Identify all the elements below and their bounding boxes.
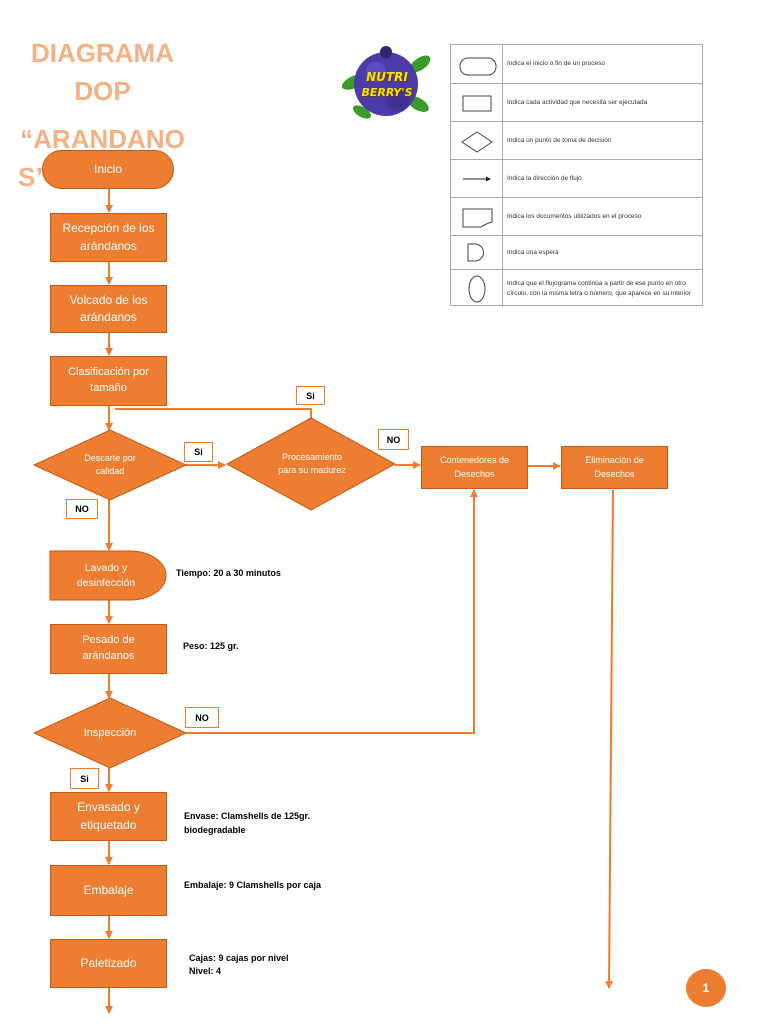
waste-containers-step: Contenedores de Desechos	[421, 446, 528, 489]
weighing-step: Pesado de arándanos	[50, 624, 167, 674]
terminal-icon	[459, 57, 497, 76]
delay-icon	[467, 243, 484, 262]
decision-diamond-icon	[461, 131, 493, 153]
page-number: 1	[686, 969, 726, 1007]
legend-row-decision: Indica un punto de toma de decisión	[451, 121, 702, 159]
label-si-loop: Si	[296, 386, 325, 405]
label-no-inspection: NO	[185, 707, 219, 728]
legend-text: Indica cada actividad que necesita ser e…	[507, 98, 648, 106]
palletizing-step: Paletizado	[50, 939, 167, 988]
title-line-2: DOP	[74, 76, 131, 106]
legend-row-terminal: Indica el inicio o fin de un proceso	[451, 45, 702, 83]
weight-note: Peso: 125 gr.	[183, 641, 239, 651]
symbol-legend: Indica el inicio o fin de un proceso Ind…	[450, 44, 703, 307]
connector-circle-icon	[468, 275, 486, 303]
title-line-1: DIAGRAMA	[31, 38, 174, 68]
document-icon	[462, 208, 493, 228]
legend-row-connector: Indica que el flujograma continúa a part…	[451, 269, 702, 307]
packaging-note-line1: Envase: Clamshells de 125gr.	[184, 811, 311, 821]
legend-text: Indica una espera	[507, 248, 559, 256]
boxing-step: Embalaje	[50, 865, 167, 916]
reception-step: Recepción de los arándanos	[50, 213, 167, 262]
legend-row-process: Indica cada actividad que necesita ser e…	[451, 83, 702, 121]
arrow-icon	[463, 176, 491, 182]
legend-text: Indica el inicio o fin de un proceso	[507, 60, 605, 68]
ripeness-processing-text: Procesamiento para su madurez	[278, 451, 346, 476]
waste-removal-step: Eliminación de Desechos	[561, 446, 668, 489]
quality-discard-text: Descarte por calidad	[84, 452, 136, 477]
legend-row-arrow: Indica la dirección de flujo	[451, 159, 702, 197]
legend-row-delay: Indica una espera	[451, 235, 702, 269]
label-no-processing: NO	[378, 429, 409, 450]
logo-text-1: NUTRI	[366, 70, 408, 84]
packaging-step: Envasado y etiquetado	[50, 792, 167, 841]
process-rectangle-icon	[462, 95, 492, 112]
palletizing-note-line1: Cajas: 9 cajas por nivel	[189, 953, 289, 963]
washing-time-note: Tiempo: 20 a 30 minutos	[176, 568, 281, 578]
boxing-note: Embalaje: 9 Clamshells por caja	[184, 880, 322, 890]
title-line-3: “ARANDANO	[20, 124, 185, 154]
label-si-quality: Si	[184, 442, 213, 462]
classification-step: Clasificación por tamaño	[50, 356, 167, 406]
palletizing-note-line2: Nivel: 4	[189, 966, 222, 976]
legend-row-document: Indica los documentos utilizados en el p…	[451, 197, 702, 235]
start-terminal: Inicio	[42, 150, 174, 189]
logo-text-2: BERRY'S	[361, 86, 413, 99]
blueberry-logo-icon	[341, 46, 431, 119]
legend-text: Indica los documentos utilizados en el p…	[507, 212, 642, 220]
washing-text: Lavado y desinfección	[76, 562, 136, 589]
nutri-berrys-logo: NUTRI BERRY'S	[340, 42, 432, 126]
packaging-note-line2: biodegradable	[184, 825, 246, 835]
legend-text: Indica un punto de toma de decisión	[507, 136, 612, 144]
legend-text: Indica la dirección de flujo	[507, 174, 582, 182]
legend-text: Indica que el flujograma continúa a part…	[507, 279, 691, 297]
label-si-inspection: Si	[70, 768, 99, 789]
dumping-step: Volcado de los arándanos	[50, 285, 167, 333]
inspection-text: Inspección	[83, 726, 137, 739]
label-no-quality: NO	[66, 499, 98, 519]
